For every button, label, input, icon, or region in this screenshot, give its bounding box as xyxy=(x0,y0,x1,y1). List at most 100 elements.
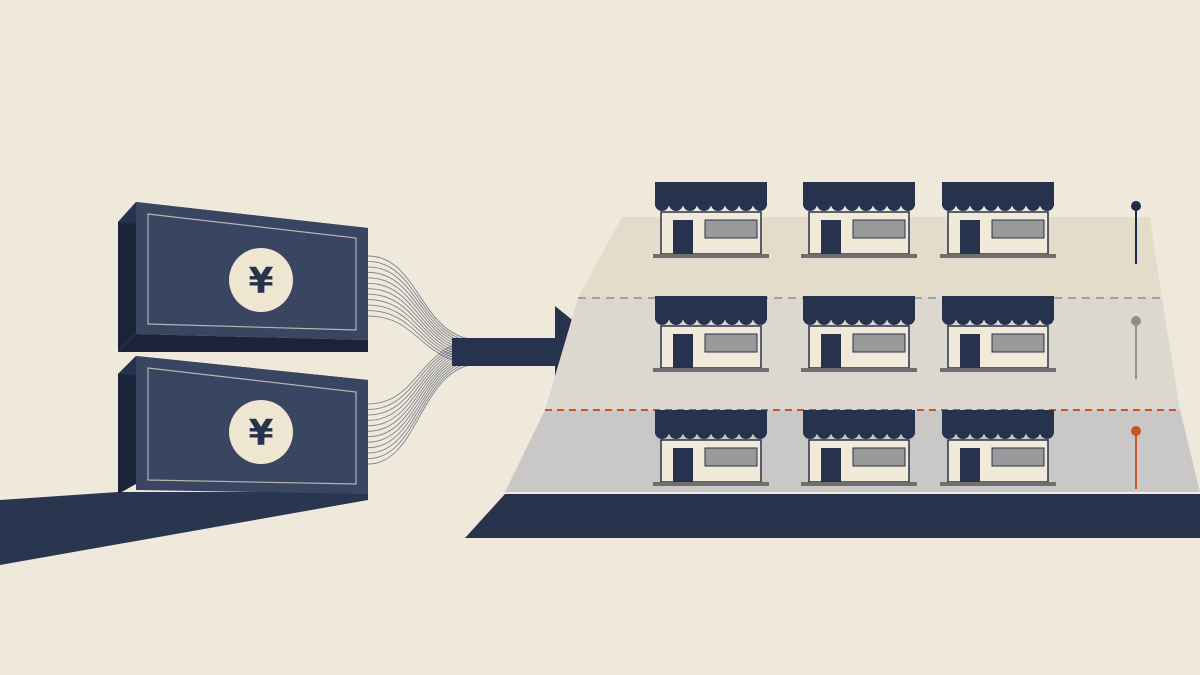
awning-scallop xyxy=(901,318,915,325)
yen-coin-icon xyxy=(229,400,293,464)
store-awning xyxy=(803,296,915,320)
store-door xyxy=(673,334,693,368)
awning-scallop xyxy=(845,204,859,211)
awning-scallop xyxy=(873,204,887,211)
store-window xyxy=(852,219,906,239)
store-curb xyxy=(801,482,917,486)
store-curb xyxy=(801,254,917,258)
awning-scallop xyxy=(669,318,683,325)
awning-scallop xyxy=(753,204,767,211)
yen-banknote-icon: ¥ xyxy=(118,356,368,494)
awning-scallop xyxy=(970,318,984,325)
row-markers xyxy=(1131,201,1141,489)
storefront-icon xyxy=(653,410,769,486)
store-curb xyxy=(653,254,769,258)
awning-scallop xyxy=(998,204,1012,211)
store-awning xyxy=(942,296,1054,320)
storefront-icon xyxy=(801,296,917,372)
awning-scallop xyxy=(1040,432,1054,439)
awning-scallop xyxy=(901,432,915,439)
awning-scallop xyxy=(1012,318,1026,325)
marker-head xyxy=(1131,426,1141,436)
awning-scallop xyxy=(655,432,669,439)
awning-scallop xyxy=(697,204,711,211)
awning-scallop xyxy=(970,204,984,211)
awning-scallop xyxy=(1040,204,1054,211)
awning-scallop xyxy=(984,318,998,325)
store-awning xyxy=(942,182,1054,206)
yen-coin-icon xyxy=(229,248,293,312)
store-awning xyxy=(655,182,767,206)
awning-scallop xyxy=(739,204,753,211)
awning-scallop xyxy=(817,204,831,211)
awning-scallop xyxy=(1026,432,1040,439)
store-curb xyxy=(940,254,1056,258)
store-door xyxy=(673,220,693,254)
store-window xyxy=(991,333,1045,353)
awning-scallop xyxy=(697,432,711,439)
awning-scallop xyxy=(956,432,970,439)
awning-scallop xyxy=(711,432,725,439)
store-door xyxy=(960,220,980,254)
awning-scallop xyxy=(711,204,725,211)
awning-scallop xyxy=(753,318,767,325)
pin-marker-icon xyxy=(1131,316,1141,379)
storefront-icon xyxy=(801,410,917,486)
store-window xyxy=(704,219,758,239)
flow-line xyxy=(367,255,481,341)
yen-banknote-icon: ¥ xyxy=(118,202,368,352)
awning-scallop xyxy=(956,318,970,325)
awning-scallop xyxy=(942,318,956,325)
awning-scallop xyxy=(697,318,711,325)
store-curb xyxy=(653,482,769,486)
awning-scallop xyxy=(683,318,697,325)
pin-marker-icon xyxy=(1131,201,1141,264)
store-awning xyxy=(803,182,915,206)
store-window xyxy=(991,219,1045,239)
storefront-icon xyxy=(801,182,917,258)
awning-scallop xyxy=(803,204,817,211)
awning-scallop xyxy=(831,204,845,211)
yen-symbol: ¥ xyxy=(248,413,273,454)
awning-scallop xyxy=(725,204,739,211)
storefront-icon xyxy=(940,296,1056,372)
awning-scallop xyxy=(725,318,739,325)
awning-scallop xyxy=(817,432,831,439)
awning-scallop xyxy=(739,318,753,325)
storefront-icon xyxy=(653,296,769,372)
awning-scallop xyxy=(859,204,873,211)
awning-scallop xyxy=(725,432,739,439)
awning-scallop xyxy=(1012,432,1026,439)
awning-scallop xyxy=(803,318,817,325)
yen-symbol: ¥ xyxy=(248,261,273,302)
awning-scallop xyxy=(817,318,831,325)
store-door xyxy=(960,334,980,368)
store-window xyxy=(704,333,758,353)
awning-scallop xyxy=(873,432,887,439)
awning-scallop xyxy=(1026,318,1040,325)
store-awning xyxy=(655,296,767,320)
awning-scallop xyxy=(669,204,683,211)
awning-scallop xyxy=(956,204,970,211)
awning-scallop xyxy=(887,432,901,439)
marker-head xyxy=(1131,201,1141,211)
awning-scallop xyxy=(683,432,697,439)
awning-scallop xyxy=(998,318,1012,325)
awning-scallop xyxy=(845,432,859,439)
awning-scallop xyxy=(873,318,887,325)
store-curb xyxy=(801,368,917,372)
awning-scallop xyxy=(739,432,753,439)
awning-scallop xyxy=(1026,204,1040,211)
awning-scallop xyxy=(1040,318,1054,325)
marker-head xyxy=(1131,316,1141,326)
storefront-grid xyxy=(653,182,1056,486)
awning-scallop xyxy=(655,318,669,325)
store-window xyxy=(852,447,906,467)
store-curb xyxy=(940,482,1056,486)
awning-scallop xyxy=(753,432,767,439)
store-door xyxy=(821,334,841,368)
awning-scallop xyxy=(669,432,683,439)
flow-line xyxy=(367,363,481,465)
awning-scallop xyxy=(845,318,859,325)
